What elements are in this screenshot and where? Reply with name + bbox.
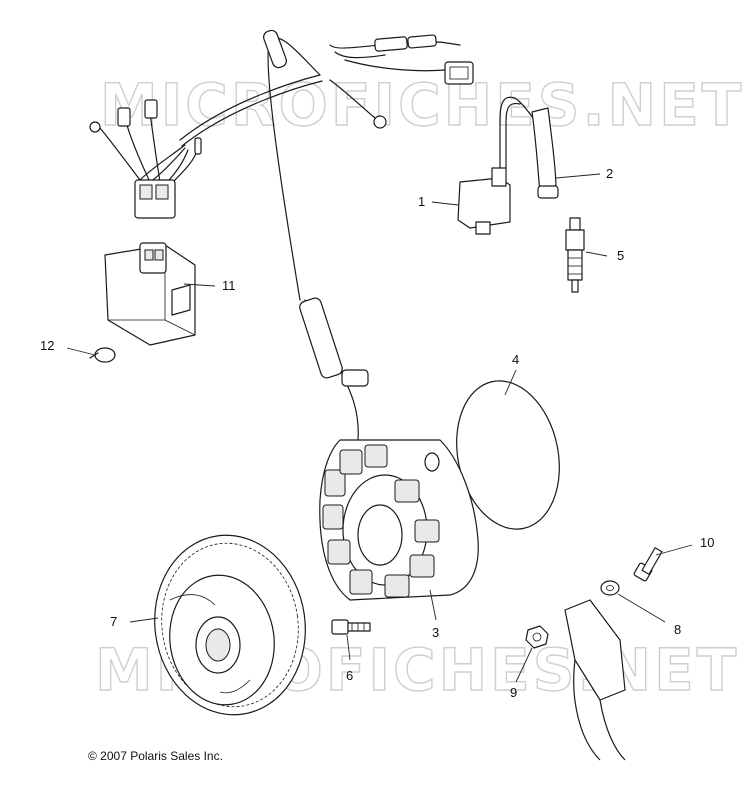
callout-5: 5 [617,248,624,263]
callout-1: 1 [418,194,425,209]
callout-labels: 1 2 3 4 5 6 7 8 9 10 11 12 [40,166,714,700]
ignition-coil [457,96,521,235]
washer-8 [600,580,620,596]
callout-2: 2 [606,166,613,181]
callout-8: 8 [674,622,681,637]
spark-plug [565,217,585,293]
callout-3: 3 [432,625,439,640]
callout-7: 7 [110,614,117,629]
stator-windings [322,444,440,598]
callout-10: 10 [700,535,714,550]
callout-12: 12 [40,338,54,353]
stator-assembly [319,439,479,601]
pickup-bracket [564,599,626,761]
callout-11: 11 [222,278,236,293]
flywheel [154,534,306,716]
callout-9: 9 [510,685,517,700]
callout-4: 4 [512,352,519,367]
copyright-notice: © 2007 Polaris Sales Inc. [88,749,223,763]
nut-9 [525,625,549,649]
gasket [456,380,560,530]
wiring-harness [89,29,474,441]
spark-plug-cap [514,97,559,199]
leader-lines [66,173,693,683]
watermark-top: MICROFICHES.NET [100,71,744,139]
callout-6: 6 [346,668,353,683]
bolt-6 [331,619,371,635]
cdi-module [104,242,196,346]
bolt-10 [633,547,663,582]
